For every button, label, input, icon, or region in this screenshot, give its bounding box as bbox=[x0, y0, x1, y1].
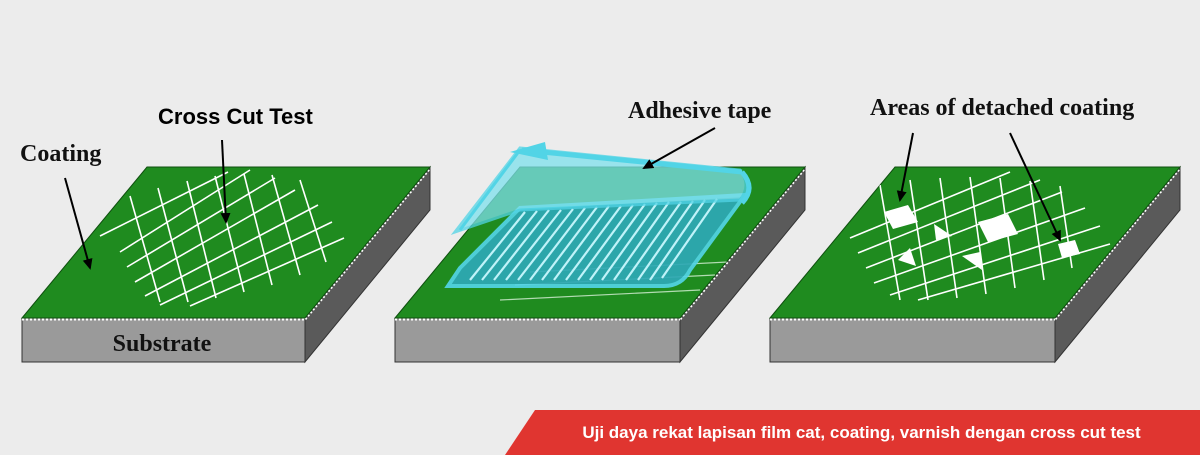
cross-cut-pointer-arrow bbox=[220, 139, 231, 224]
detached-pointer-arrow-right bbox=[1009, 132, 1061, 242]
detached-pointer-arrow-left bbox=[896, 132, 914, 202]
detached-areas bbox=[884, 205, 1080, 270]
substrate-front bbox=[394, 317, 681, 363]
cross-cut-test-label: Cross Cut Test bbox=[158, 104, 314, 129]
adhesive-tape bbox=[444, 142, 752, 288]
panel-detached-coating: Areas of detached coating bbox=[768, 95, 1182, 364]
panel-adhesive-tape: Adhesive tape bbox=[393, 98, 807, 364]
coating-surface bbox=[20, 166, 432, 319]
coating-surface bbox=[768, 166, 1182, 319]
cut-grid bbox=[99, 169, 345, 307]
adhesive-tape-label: Adhesive tape bbox=[628, 98, 772, 124]
coating-label: Coating bbox=[20, 141, 101, 167]
tape-pointer-arrow bbox=[642, 127, 716, 169]
caption-banner: Uji daya rekat lapisan film cat, coating… bbox=[505, 410, 1200, 455]
substrate-front bbox=[21, 317, 306, 363]
coating-pointer-arrow bbox=[64, 177, 93, 270]
banner-caption: Uji daya rekat lapisan film cat, coating… bbox=[582, 423, 1141, 442]
panel-coating-cut: Substrate Coating Cross Cut Test bbox=[20, 104, 432, 364]
banner-background bbox=[505, 410, 1200, 455]
substrate-front bbox=[769, 317, 1056, 363]
detached-coating-label: Areas of detached coating bbox=[870, 95, 1134, 121]
substrate-label: Substrate bbox=[113, 331, 212, 357]
